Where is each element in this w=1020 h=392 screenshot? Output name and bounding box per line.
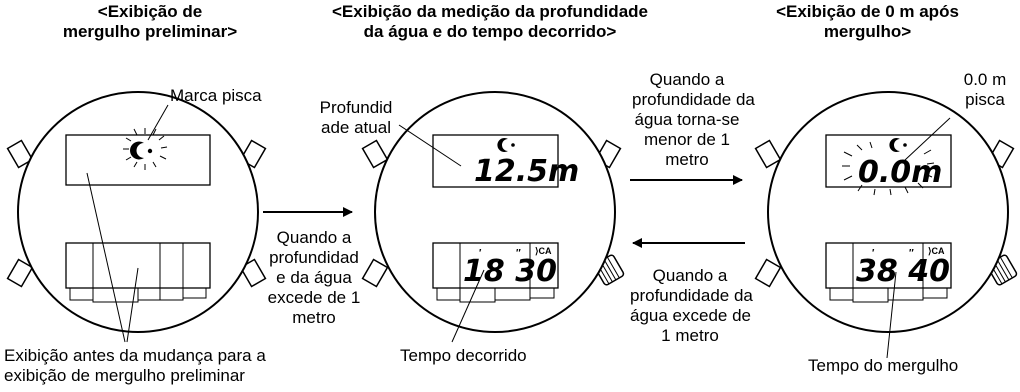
watch-right: 0.0m 38 40 ⟩CA ′ ″ xyxy=(754,91,1018,359)
header-measurement-line1: <Exibição da medição da profundidade xyxy=(332,2,648,21)
transition-middle-to-right: Quando a profundidade da água torna-se m… xyxy=(632,70,755,169)
leader-exibicao-antes-lower xyxy=(126,267,139,343)
leader-exibicao-antes-upper xyxy=(86,172,126,343)
watch-right-lower-display xyxy=(825,242,952,289)
leader-tempo-decorrido xyxy=(451,269,485,343)
label-zero-pisca: 0.0 m pisca xyxy=(963,70,1007,109)
watch-right-button-ll xyxy=(754,258,782,288)
leader-tempo-mergulho xyxy=(886,271,897,359)
label-profundidade-atual: Profundid ade atual xyxy=(319,98,393,137)
header-measurement-line2: da água e do tempo decorrido> xyxy=(363,22,617,41)
watch-left-lower-display xyxy=(65,242,211,289)
watch-left-blink-mark xyxy=(123,128,168,170)
label-tempo-decorrido: Tempo decorrido xyxy=(400,346,527,365)
label-exibicao-antes: Exibição antes da mudança para a exibiçã… xyxy=(4,346,266,385)
transition-right-to-middle: Quando a profundidade da água excede de … xyxy=(630,266,753,345)
svg-text:″: ″ xyxy=(516,248,521,259)
watch-middle-button-ll xyxy=(361,258,389,288)
watch-right-mode-tag: ⟩CA xyxy=(928,246,945,256)
leader-marca-pisca xyxy=(147,104,169,141)
watch-middle-depth-value: 12.5m xyxy=(474,154,579,189)
label-marca-pisca: Marca pisca xyxy=(170,86,262,105)
watch-middle-depth-icon xyxy=(497,138,508,152)
header-preliminary: <Exibição de mergulho preliminar> xyxy=(40,2,260,42)
header-zero-after-dive: <Exibição de 0 m após mergulho> xyxy=(745,2,990,42)
watch-left-button-ll xyxy=(6,258,34,288)
watch-middle-button-ul xyxy=(361,139,389,169)
svg-text:′: ′ xyxy=(479,248,482,259)
leader-zero-pisca xyxy=(904,117,951,161)
label-tempo-mergulho: Tempo do mergulho xyxy=(808,356,959,375)
watch-right-depth-icon xyxy=(889,138,900,152)
transition-left-to-middle: Quando a profundidad e da água excede de… xyxy=(267,228,361,327)
watch-middle-mode-tag: ⟩CA xyxy=(535,246,552,256)
watch-middle: 12.5m 18 30 ⟩CA ′ ″ xyxy=(361,91,625,343)
header-zero-line2: mergulho> xyxy=(823,22,912,41)
watch-right-time-value: 38 40 xyxy=(856,254,950,289)
watch-left xyxy=(6,91,267,343)
header-zero-line1: <Exibição de 0 m após xyxy=(776,2,959,21)
header-measurement: <Exibição da medição da profundidade da … xyxy=(300,2,680,42)
header-preliminary-line1: <Exibição de xyxy=(97,2,203,21)
watch-middle-lower-display xyxy=(432,242,559,289)
header-preliminary-line2: mergulho preliminar> xyxy=(62,22,238,41)
watch-right-blink-rays xyxy=(842,141,935,196)
watch-left-button-ul xyxy=(6,139,34,169)
watch-middle-time-value: 18 30 xyxy=(463,254,557,289)
watch-right-depth-value: 0.0m xyxy=(858,155,942,190)
svg-text:′: ′ xyxy=(872,248,875,259)
svg-text:″: ″ xyxy=(909,248,914,259)
watch-right-button-ul xyxy=(754,139,782,169)
leader-profundidade-atual xyxy=(398,124,462,167)
